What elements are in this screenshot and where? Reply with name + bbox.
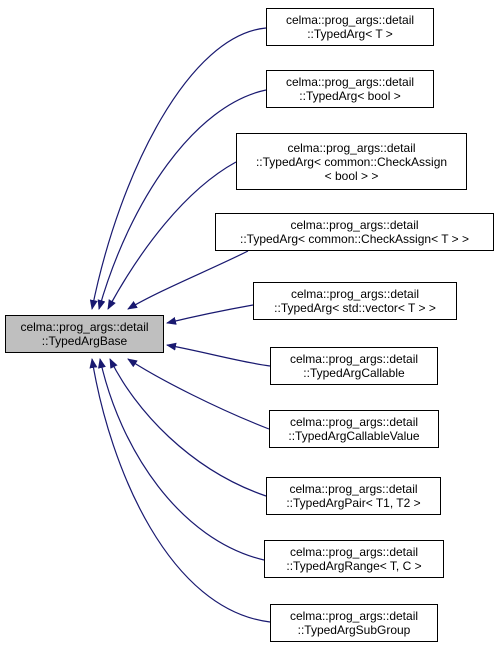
inheritance-edge-typedargsubgroup <box>89 358 271 623</box>
node-typedargrange[interactable]: celma::prog_args::detail ::TypedArgRange… <box>264 540 444 578</box>
node-line: < bool > > <box>324 168 379 183</box>
node-line: celma::prog_args::detail <box>290 218 419 232</box>
inheritance-edge-typedargcallablevalue <box>127 358 270 430</box>
node-typedarg-checkassign-t[interactable]: celma::prog_args::detail ::TypedArg< com… <box>215 213 494 251</box>
node-typedargcallablevalue[interactable]: celma::prog_args::detail ::TypedArgCalla… <box>269 410 439 448</box>
node-typedarg-vector[interactable]: celma::prog_args::detail ::TypedArg< std… <box>253 282 457 320</box>
node-line: ::TypedArg< bool > <box>299 89 401 103</box>
node-line: ::TypedArgBase <box>41 334 128 348</box>
node-line: ::TypedArgRange< T, C > <box>286 559 422 573</box>
inheritance-edge-typedargpair <box>109 358 267 497</box>
inheritance-edge-typedarg-vector <box>166 304 254 325</box>
node-line: celma::prog_args::detail <box>289 415 419 429</box>
node-line: ::TypedArg< common::CheckAssign <box>255 154 448 169</box>
inheritance-edge-typedarg-t <box>89 27 267 310</box>
node-line: celma::prog_args::detail <box>285 75 415 89</box>
node-line: celma::prog_args::detail <box>289 482 418 496</box>
inheritance-edge-typedarg-checkassign-t <box>127 250 249 310</box>
node-line: celma::prog_args::detail <box>20 320 149 334</box>
node-line: celma::prog_args::detail <box>289 609 419 623</box>
node-line: celma::prog_args::detail <box>290 287 420 301</box>
node-line: ::TypedArgCallable <box>303 366 405 380</box>
node-line: ::TypedArg< std::vector< T > > <box>274 301 436 315</box>
inheritance-edge-typedarg-bool <box>97 89 267 310</box>
node-line: ::TypedArgSubGroup <box>297 623 411 637</box>
node-typedargpair[interactable]: celma::prog_args::detail ::TypedArgPair<… <box>266 477 441 515</box>
node-typedarg-checkassign-bool[interactable]: celma::prog_args::detail ::TypedArg< com… <box>236 133 467 190</box>
node-line: ::TypedArg< common::CheckAssign< T > > <box>239 232 469 246</box>
node-typedargbase: celma::prog_args::detail ::TypedArgBase <box>5 315 164 353</box>
node-typedarg-bool[interactable]: celma::prog_args::detail ::TypedArg< boo… <box>266 70 434 108</box>
node-line: celma::prog_args::detail <box>289 545 419 559</box>
node-line: ::TypedArg< T > <box>307 27 393 41</box>
node-line: ::TypedArgPair< T1, T2 > <box>286 496 421 510</box>
inheritance-edge-typedargcallable <box>166 342 271 367</box>
node-typedargsubgroup[interactable]: celma::prog_args::detail ::TypedArgSubGr… <box>270 604 438 642</box>
node-typedargcallable[interactable]: celma::prog_args::detail ::TypedArgCalla… <box>270 347 438 385</box>
node-line: celma::prog_args::detail <box>287 140 416 155</box>
inheritance-edge-typedargrange <box>98 358 265 561</box>
node-line: celma::prog_args::detail <box>285 13 415 27</box>
node-line: ::TypedArgCallableValue <box>288 429 420 443</box>
node-typedarg-t[interactable]: celma::prog_args::detail ::TypedArg< T > <box>266 8 434 46</box>
node-line: celma::prog_args::detail <box>289 352 419 366</box>
inheritance-edge-typedarg-checkassign-bool <box>107 161 237 310</box>
